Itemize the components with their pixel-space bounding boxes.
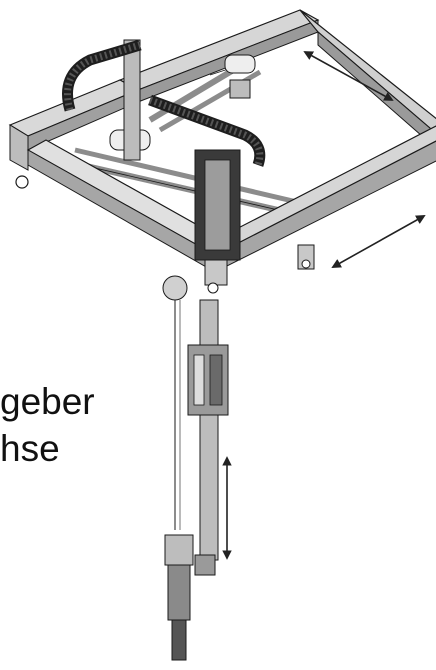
z-carriage: [194, 149, 241, 261]
frame-left-profile: [8, 79, 140, 189]
arrow-x-axis: [303, 51, 394, 101]
cable-chains: [62, 39, 266, 167]
arrow-y-axis: [331, 215, 426, 268]
hanging-tool: [162, 275, 194, 661]
post-back-left: [123, 39, 141, 161]
frame-back-profile: [118, 9, 320, 103]
z-axis-column: [187, 299, 229, 576]
frame-front-profile: [26, 125, 436, 294]
label-line-1: geber: [0, 381, 95, 422]
frame-right-profile: [299, 9, 436, 149]
label-line-2: hse: [0, 428, 60, 469]
